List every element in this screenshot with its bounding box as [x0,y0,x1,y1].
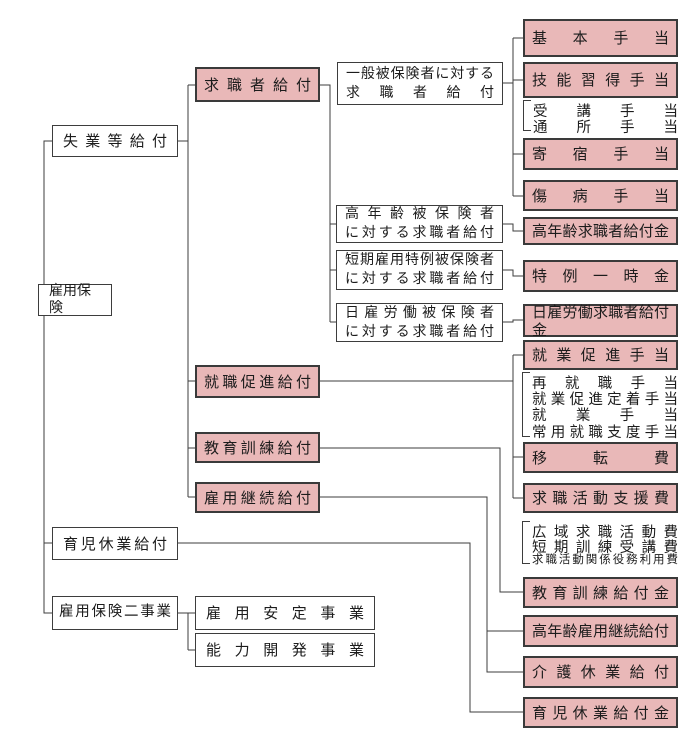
node-elderly-employment-continuation-benefit: 高年齢雇用継続給付 [523,615,678,647]
node-label: 雇用保険 [49,283,91,316]
node-childcare-leave-benefits: 育児休業給付 [52,527,178,560]
node-general-insured-jobseeker-benefits: 一般被保険者に対する 求職者給付 [337,62,503,105]
bracket-skill-acquisition-components: 受講手当 通所手当 [523,100,678,136]
bracket-jobseeking-support-components: 広域求職活動費 短期訓練受講費 求職活動関係役務利用費 [522,521,678,566]
node-label: 教育訓練給付金 [532,583,669,602]
node-label: 高年齢求職者給付金 [532,222,669,240]
bracket-item: 受講手当 [533,104,678,120]
bracket-item: 再就職手当 [532,376,678,392]
node-label: 能力開発事業 [206,641,364,659]
bracket-item: 短期訓練受講費 [532,540,678,556]
node-employment-stabilization-service: 雇用安定事業 [195,596,375,630]
node-lodging-allowance: 寄宿手当 [523,138,678,170]
node-employment-insurance: 雇用保険 [38,283,112,316]
node-day-laborer-jobseeker-benefit: 日雇労働求職者給付金 [523,302,678,339]
node-label-line2: 求職者給付 [346,84,494,101]
node-label: 介護休業給付 [532,663,669,681]
bracket-item: 通所手当 [533,119,678,136]
node-employment-promotion-allowance: 就業促進手当 [523,340,678,370]
node-caregiver-leave-benefit: 介護休業給付 [523,656,678,688]
node-label: 雇用継続給付 [204,488,311,507]
bracket-item: 広域求職活動費 [532,525,678,541]
node-unemployment-benefits: 失業等給付 [52,125,178,157]
node-label: 求職者給付 [204,75,311,94]
node-skill-acquisition-allowance: 技能習得手当 [523,62,678,98]
node-label-line2: に対する求職者給付 [345,225,494,241]
node-label: 雇用安定事業 [206,604,364,622]
node-jobseeking-activity-support-fee: 求職活動支援費 [523,483,678,513]
node-label: 傷病手当 [532,186,669,205]
node-education-training-benefit-money: 教育訓練給付金 [523,577,678,608]
node-label: 日雇労働求職者給付金 [532,302,669,339]
node-label-line1: 短期雇用特例被保険者 [345,252,494,269]
node-label: 育児休業給付金 [532,703,669,722]
node-label-line2: に対する求職者給付 [345,323,494,340]
node-elderly-jobseeker-benefit: 高年齢求職者給付金 [523,217,678,245]
node-special-lump-sum: 特例一時金 [523,260,678,292]
node-label: 技能習得手当 [532,71,669,89]
node-jobseeker-benefits: 求職者給付 [195,67,320,102]
node-day-laborer-insured-jobseeker-benefits: 日雇労働被保険者 に対する求職者給付 [336,303,503,342]
bracket-item: 求職活動関係役務利用費 [532,552,678,566]
bracket-item: 就業促進定着手当 [532,392,678,409]
node-employment-promotion-benefits: 就職促進給付 [195,365,320,398]
node-label-line1: 日雇労働被保険者 [345,304,494,321]
node-education-training-benefits: 教育訓練給付 [195,432,320,463]
node-label: 就職促進給付 [204,372,311,391]
node-label-line2: に対する求職者給付 [345,271,494,287]
node-label: 失業等給付 [63,132,167,150]
node-label: 就業促進手当 [532,346,669,364]
node-two-services: 雇用保険二事業 [52,596,178,630]
node-label-line1: 高年齢被保険者 [345,206,494,223]
node-label: 寄宿手当 [532,145,669,163]
node-employment-continuation-benefits: 雇用継続給付 [195,482,320,513]
node-short-term-special-insured-jobseeker-benefits: 短期雇用特例被保険者 に対する求職者給付 [336,250,503,290]
node-ability-development-service: 能力開発事業 [195,633,375,667]
node-label: 基本手当 [532,29,669,47]
node-label: 育児休業給付 [63,534,167,553]
node-label: 特例一時金 [532,267,669,285]
node-label: 求職活動支援費 [532,489,669,507]
node-label: 雇用保険二事業 [59,604,171,621]
node-label-line1: 一般被保険者に対する [346,65,494,82]
node-moving-expenses: 移転費 [523,442,678,473]
node-basic-allowance: 基本手当 [523,19,678,57]
node-childcare-leave-benefit-money: 育児休業給付金 [523,697,678,728]
bracket-employment-promotion-components: 再就職手当 就業促進定着手当 就業手当 常用就職支度手当 [522,372,678,441]
node-elderly-insured-jobseeker-benefits: 高年齢被保険者 に対する求職者給付 [336,205,503,243]
bracket-item: 就業手当 [532,408,678,425]
bracket-item: 常用就職支度手当 [532,424,678,441]
node-label: 高年齢雇用継続給付 [532,622,669,640]
node-label: 移転費 [532,448,669,467]
node-injury-sickness-allowance: 傷病手当 [523,180,678,211]
node-label: 教育訓練給付 [204,438,311,457]
